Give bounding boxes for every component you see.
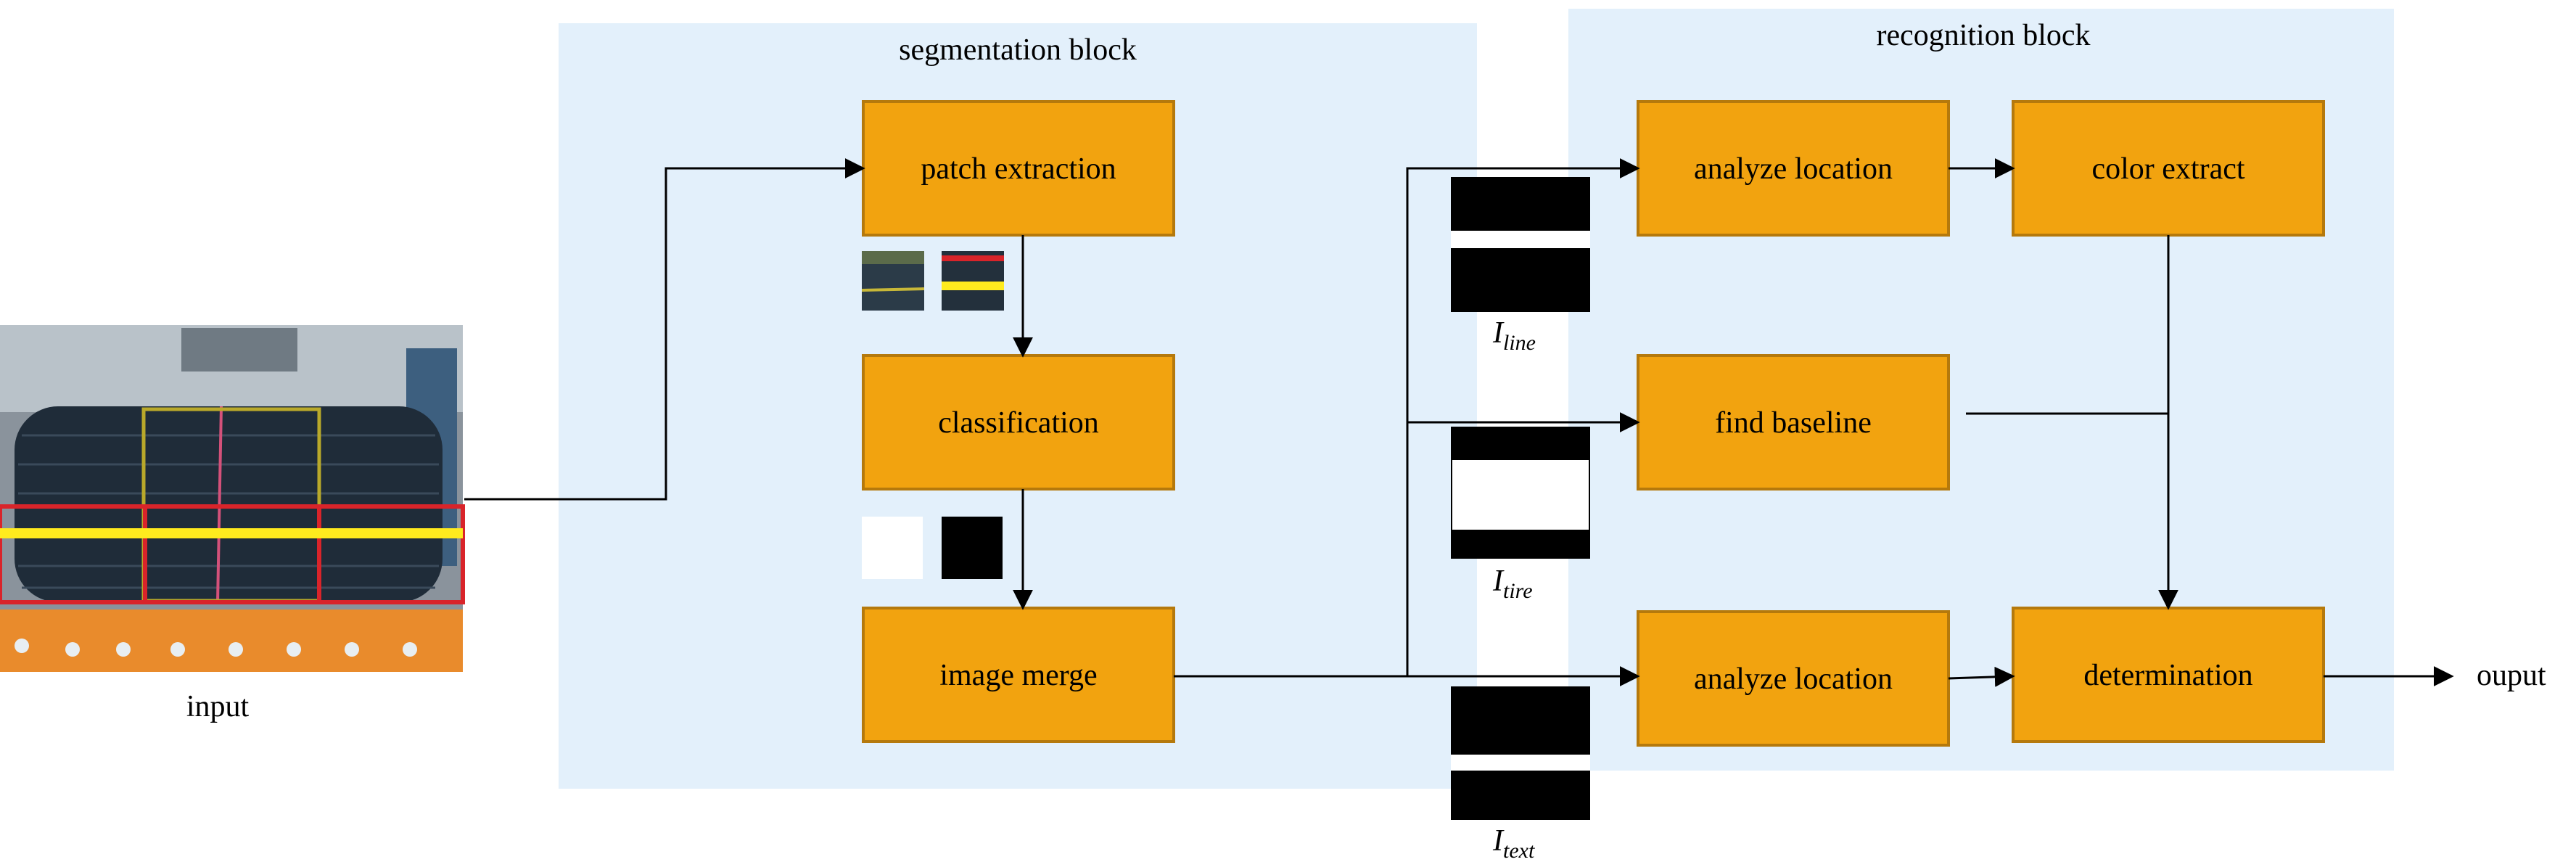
connectors [464,158,2454,687]
patch-thumbnail-2 [942,251,1004,311]
input-tire-image [0,325,465,672]
recognition-block-title: recognition block [1876,19,2090,52]
line-mask-image [1451,177,1590,312]
classification-node [862,354,1175,490]
patch-thumbnail-1 [861,251,925,311]
determination-label: determination [2083,659,2252,692]
analyze-location-node-2 [1637,610,1950,747]
color-extract-node [2012,100,2325,237]
segmentation-block-title: segmentation block [899,33,1137,67]
classified-patch-black [942,517,1003,579]
image-merge-label: image merge [939,659,1097,692]
analyze-location-node-1 [1637,100,1950,237]
line-mask-label: Iline [1492,316,1536,355]
edge-analyze-2-to-determination [1948,666,2015,687]
patch-extraction-node [862,100,1175,237]
color-extract-label: color extract [2091,152,2244,186]
analyze-location-label-1: analyze location [1694,152,1893,186]
tire-mask-image [1451,427,1590,559]
text-mask-label: Itext [1492,824,1535,862]
edge-merge-to-analyze-1 [1406,158,1640,676]
classified-patch-white [862,517,923,579]
edge-input-to-patch [464,158,865,501]
find-baseline-node [1637,354,1950,490]
analyze-location-label-2: analyze location [1694,662,1893,696]
tire-mask-label: Itire [1492,565,1533,603]
find-baseline-label: find baseline [1715,406,1872,440]
output-label: ouput [2477,659,2546,692]
input-label: input [186,690,250,723]
patch-extraction-label: patch extraction [921,152,1116,186]
text-mask-image [1451,686,1590,820]
classification-label: classification [938,406,1099,440]
